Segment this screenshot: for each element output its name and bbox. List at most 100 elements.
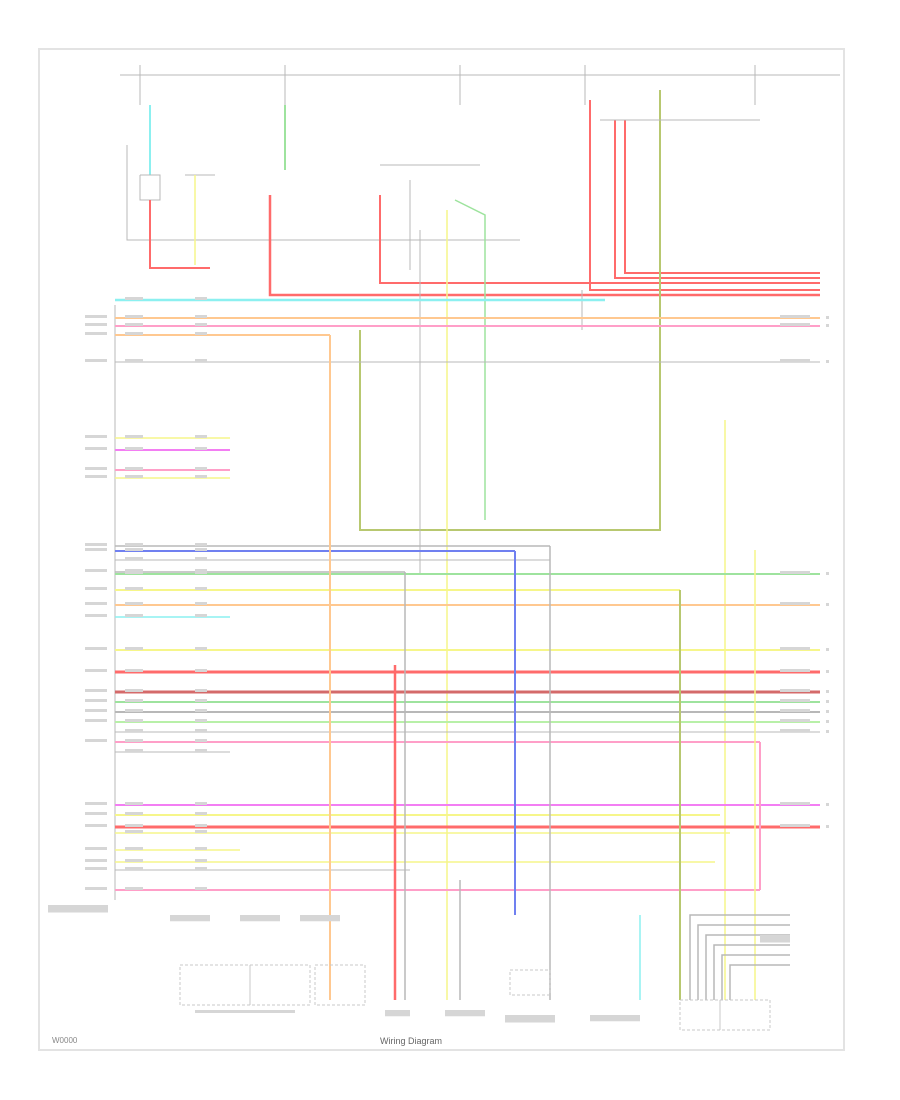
circuit-label [195,571,207,574]
circuit-label [195,297,207,300]
circuit-label [195,587,207,590]
relay-box [126,145,520,241]
circuit-name-label [85,824,107,827]
circuit-name-label [85,709,107,712]
component-box [679,999,721,1031]
pin-number [826,572,829,575]
wire-color-label [780,719,810,722]
pin-label [125,647,143,650]
circuit-name-label [85,359,107,362]
wire-color-label [780,824,810,827]
diagram-title: Wiring Diagram [380,1036,443,1046]
pin-number [826,803,829,806]
component-label [590,1015,640,1022]
circuit-name-label [85,689,107,692]
circuit-label [195,729,207,732]
wire-color-label [780,689,810,692]
pin-label [125,812,143,815]
component-label [505,1015,555,1023]
pin-label [125,332,143,335]
diagram-frame [38,48,845,1051]
pin-number [826,720,829,723]
component-box [314,964,366,1006]
circuit-name-label [85,719,107,722]
sensor-wire [697,924,790,1000]
wire-red [614,120,820,279]
circuit-label [195,719,207,722]
circuit-label [195,323,207,326]
pin-label [125,887,143,890]
pin-label [125,571,143,574]
pin-label [125,802,143,805]
circuit-name-label [85,887,107,890]
circuit-label [195,435,207,438]
wire-color-label [780,315,810,318]
circuit-name-label [85,647,107,650]
circuit-label [195,467,207,470]
pin-number [826,700,829,703]
circuit-name-label [85,859,107,862]
circuit-name-label [85,847,107,850]
circuit-label [195,548,207,551]
circuit-label [195,557,207,560]
component-label [760,935,790,943]
diagram-code: W0000 [52,1036,78,1045]
pin-number [826,825,829,828]
pin-number [826,670,829,673]
pin-label [125,614,143,617]
circuit-name-label [85,602,107,605]
wire-color-label [780,699,810,702]
pin-label [125,749,143,752]
wire-red [624,120,820,274]
pin-label [125,447,143,450]
pin-label [125,569,143,572]
circuit-label [195,802,207,805]
circuit-name-label [85,543,107,546]
circuit-label [195,812,207,815]
circuit-name-label [85,332,107,335]
circuit-name-label [85,614,107,617]
circuit-name-label [85,447,107,450]
component-box [719,999,771,1031]
wire-color-label [780,359,810,362]
circuit-name-label [85,315,107,318]
circuit-name-label [85,435,107,438]
pin-label [125,689,143,692]
circuit-name-label [85,548,107,551]
pin-label [125,543,143,546]
circuit-label [195,602,207,605]
circuit-label [195,739,207,742]
pin-label [125,435,143,438]
component-label [300,915,340,922]
circuit-label [195,830,207,833]
pin-label [125,297,143,300]
sensor-wire [721,954,790,1000]
pin-label [125,847,143,850]
circuit-label [195,614,207,617]
pin-label [125,830,143,833]
circuit-label [195,475,207,478]
pin-label [125,729,143,732]
circuit-label [195,647,207,650]
component-box [249,964,311,1006]
pin-label [125,602,143,605]
pin-number [826,316,829,319]
component-box [509,969,551,996]
circuit-label [195,359,207,362]
component-label [240,915,280,922]
circuit-name-label [85,699,107,702]
wire-color-label [780,602,810,605]
circuit-name-label [85,669,107,672]
circuit-label [195,749,207,752]
circuit-name-label [85,867,107,870]
circuit-name-label [85,587,107,590]
pin-number [826,648,829,651]
wire-color-label [780,323,810,326]
circuit-name-label [85,323,107,326]
circuit-label [195,689,207,692]
pin-number [826,360,829,363]
sensor-wire [713,944,790,1000]
relay-coil [139,174,161,201]
wire-color-label [780,709,810,712]
